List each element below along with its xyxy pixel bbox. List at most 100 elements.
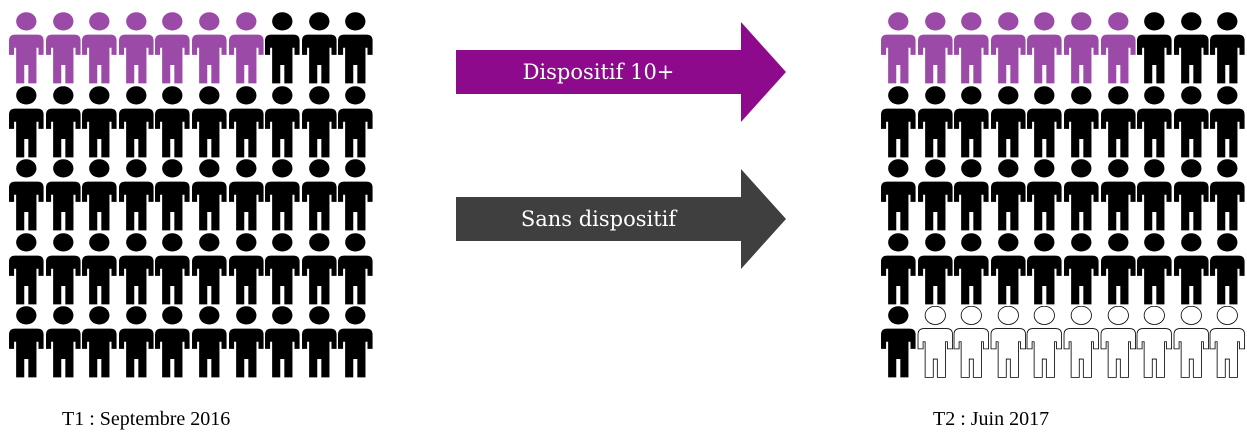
person-black	[118, 159, 155, 233]
person-icon	[990, 159, 1026, 231]
person-purple	[118, 12, 155, 86]
person-black	[8, 306, 45, 380]
person-purple	[990, 12, 1027, 86]
person-purple	[953, 12, 990, 86]
person-black	[1100, 85, 1137, 160]
person-black	[8, 85, 45, 160]
person-black	[953, 233, 990, 307]
person-icon	[9, 306, 44, 378]
person-icon	[45, 159, 81, 231]
person-black	[917, 159, 954, 233]
person-black	[1136, 85, 1173, 160]
person-black	[337, 85, 374, 160]
person-icon	[192, 306, 227, 378]
arrow-dispositif-shape	[456, 22, 786, 122]
arrow-dispositif-label: Dispositif 10+	[522, 60, 675, 84]
person-black	[264, 12, 301, 86]
person-purple	[1026, 12, 1063, 86]
person-black	[1209, 12, 1246, 86]
person-black	[337, 233, 374, 307]
person-black	[1209, 85, 1246, 160]
person-black	[81, 233, 118, 307]
person-icon	[301, 306, 337, 378]
person-black	[301, 85, 338, 160]
person-icon	[1064, 85, 1099, 157]
person-icon	[192, 159, 227, 231]
person-black	[45, 233, 82, 307]
person-white	[1063, 306, 1100, 380]
person-icon	[1100, 159, 1136, 231]
grid-t1	[8, 12, 374, 380]
person-icon	[265, 85, 300, 157]
person-icon	[1064, 12, 1099, 84]
person-black	[917, 233, 954, 307]
person-white	[953, 306, 990, 380]
person-black	[337, 12, 374, 86]
person-icon	[953, 306, 990, 379]
person-icon	[954, 159, 989, 231]
person-black	[1063, 159, 1100, 233]
person-icon	[1137, 233, 1172, 305]
person-black	[1026, 233, 1063, 307]
person-icon	[192, 233, 227, 305]
grid-t2	[880, 12, 1246, 380]
person-black	[1063, 85, 1100, 160]
arrow-sans-dispositif-shape	[456, 169, 786, 269]
person-black	[1063, 233, 1100, 307]
person-black	[118, 85, 155, 160]
person-icon	[1027, 12, 1062, 84]
person-icon	[881, 233, 916, 305]
person-black	[264, 233, 301, 307]
person-icon	[118, 233, 154, 305]
person-black	[880, 233, 917, 307]
person-icon	[45, 85, 81, 157]
person-icon	[1136, 306, 1173, 379]
person-icon	[192, 12, 227, 84]
person-icon	[118, 159, 154, 231]
person-icon	[338, 233, 373, 305]
person-icon	[338, 306, 373, 378]
person-icon	[228, 85, 264, 157]
person-icon	[9, 159, 44, 231]
person-icon	[954, 12, 989, 84]
person-icon	[1027, 159, 1062, 231]
person-black	[81, 85, 118, 160]
person-icon	[45, 306, 81, 378]
person-black	[1136, 159, 1173, 233]
person-icon	[155, 85, 190, 157]
person-icon	[1064, 159, 1099, 231]
person-icon	[301, 233, 337, 305]
person-black	[301, 159, 338, 233]
person-black	[154, 306, 191, 380]
person-icon	[228, 233, 264, 305]
person-black	[45, 85, 82, 160]
person-white	[1136, 306, 1173, 380]
person-black	[917, 85, 954, 160]
person-black	[1136, 233, 1173, 307]
person-icon	[155, 306, 190, 378]
person-icon	[917, 306, 953, 379]
person-black	[228, 85, 265, 160]
person-black	[81, 306, 118, 380]
person-black	[264, 306, 301, 380]
person-black	[228, 159, 265, 233]
person-icon	[265, 159, 300, 231]
person-icon	[301, 159, 337, 231]
person-icon	[265, 12, 300, 84]
person-black	[990, 85, 1027, 160]
person-black	[264, 85, 301, 160]
person-icon	[1210, 12, 1245, 84]
person-icon	[1100, 85, 1136, 157]
person-black	[1209, 233, 1246, 307]
person-icon	[338, 159, 373, 231]
person-icon	[192, 85, 227, 157]
person-black	[880, 159, 917, 233]
person-icon	[1027, 233, 1062, 305]
person-icon	[45, 233, 81, 305]
person-icon	[917, 159, 953, 231]
person-icon	[82, 85, 117, 157]
person-icon	[155, 159, 190, 231]
person-icon	[954, 85, 989, 157]
person-black	[154, 159, 191, 233]
person-purple	[154, 12, 191, 86]
